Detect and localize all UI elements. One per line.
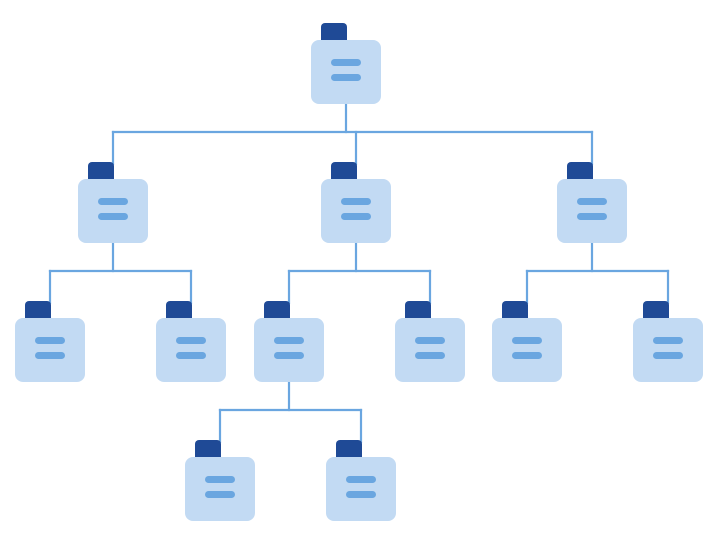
tree-node-center: [321, 162, 391, 243]
node-text-line: [98, 198, 128, 205]
folder-card-icon: [633, 318, 703, 382]
folder-card-icon: [156, 318, 226, 382]
folder-card-icon: [185, 457, 255, 521]
folder-card-icon: [78, 179, 148, 243]
tree-node-root: [311, 23, 381, 104]
tree-node-center-b: [395, 301, 465, 382]
tree-node-left-a: [15, 301, 85, 382]
node-text-line: [205, 491, 235, 498]
node-text-line: [512, 337, 542, 344]
tree-node-center-a: [254, 301, 324, 382]
node-text-line: [274, 337, 304, 344]
folder-card-icon: [326, 457, 396, 521]
node-text-line: [415, 337, 445, 344]
tree-node-right: [557, 162, 627, 243]
folder-card-icon: [557, 179, 627, 243]
node-text-line: [331, 59, 361, 66]
node-text-line: [274, 352, 304, 359]
node-text-line: [176, 352, 206, 359]
node-text-line: [346, 491, 376, 498]
folder-card-icon: [492, 318, 562, 382]
node-text-line: [98, 213, 128, 220]
tree-node-left: [78, 162, 148, 243]
node-text-line: [176, 337, 206, 344]
connector-group: [48, 102, 670, 444]
folder-card-icon: [311, 40, 381, 104]
node-text-line: [512, 352, 542, 359]
node-text-line: [341, 213, 371, 220]
node-text-line: [653, 352, 683, 359]
node-text-line: [415, 352, 445, 359]
node-text-line: [35, 337, 65, 344]
node-text-line: [205, 476, 235, 483]
node-text-line: [346, 476, 376, 483]
node-text-line: [35, 352, 65, 359]
node-text-line: [331, 74, 361, 81]
tree-node-right-a: [492, 301, 562, 382]
folder-card-icon: [15, 318, 85, 382]
tree-node-center-a-2: [326, 440, 396, 521]
folder-card-icon: [395, 318, 465, 382]
tree-node-center-a-1: [185, 440, 255, 521]
node-text-line: [577, 213, 607, 220]
folder-card-icon: [254, 318, 324, 382]
tree-node-left-b: [156, 301, 226, 382]
tree-node-right-b: [633, 301, 703, 382]
node-text-line: [653, 337, 683, 344]
folder-card-icon: [321, 179, 391, 243]
node-text-line: [341, 198, 371, 205]
node-text-line: [577, 198, 607, 205]
